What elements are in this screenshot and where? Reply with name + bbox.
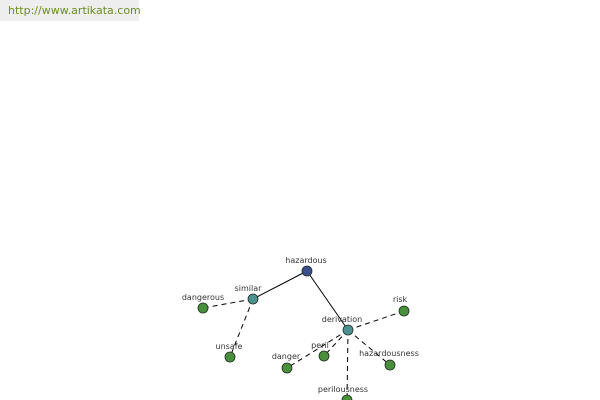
node-dangerous-label[interactable]: dangerous bbox=[182, 293, 224, 302]
node-peril-label[interactable]: peril bbox=[311, 341, 329, 350]
edge-derivation-perilousness bbox=[346, 329, 349, 400]
node-peril[interactable]: peril bbox=[311, 341, 330, 362]
node-unsafe-label[interactable]: unsafe bbox=[216, 342, 243, 351]
node-risk-dot[interactable] bbox=[398, 305, 410, 317]
node-perilousness-label[interactable]: perilousness bbox=[318, 385, 368, 394]
node-dangerous-dot[interactable] bbox=[197, 302, 209, 314]
node-risk[interactable]: risk bbox=[393, 295, 410, 317]
node-danger-label[interactable]: danger bbox=[272, 352, 301, 361]
node-danger-dot[interactable] bbox=[281, 362, 293, 374]
node-risk-label[interactable]: risk bbox=[393, 295, 408, 304]
site-url-link[interactable]: http://www.artikata.com bbox=[8, 4, 141, 17]
node-similar-dot[interactable] bbox=[247, 293, 259, 305]
node-perilousness[interactable]: perilousness bbox=[318, 385, 368, 400]
node-hazardousness-dot[interactable] bbox=[384, 359, 396, 371]
node-derivation[interactable]: derivation bbox=[322, 315, 362, 336]
node-similar-label[interactable]: similar bbox=[235, 284, 263, 293]
edge-derivation-peril bbox=[323, 329, 349, 357]
edge-derivation-risk bbox=[347, 310, 405, 331]
edge-derivation-danger bbox=[286, 329, 349, 369]
node-derivation-dot[interactable] bbox=[342, 324, 354, 336]
node-unsafe[interactable]: unsafe bbox=[216, 342, 243, 363]
graph-edges bbox=[202, 270, 405, 400]
edge-derivation-hazardousness bbox=[347, 329, 391, 366]
node-derivation-label[interactable]: derivation bbox=[322, 315, 362, 324]
node-unsafe-dot[interactable] bbox=[224, 351, 236, 363]
node-hazardousness[interactable]: hazardousness bbox=[359, 349, 419, 371]
node-danger[interactable]: danger bbox=[272, 352, 301, 374]
node-hazardous-dot[interactable] bbox=[301, 265, 313, 277]
edge-hazardous-similar bbox=[252, 270, 308, 300]
graph-nodes: hazardous similar derivation dangerous unsaf… bbox=[182, 256, 419, 400]
node-dangerous[interactable]: dangerous bbox=[182, 293, 224, 314]
node-hazardousness-label[interactable]: hazardousness bbox=[359, 349, 419, 358]
edge-hazardous-derivation bbox=[306, 270, 349, 331]
node-similar[interactable]: similar bbox=[235, 284, 263, 305]
node-hazardous[interactable]: hazardous bbox=[285, 256, 327, 277]
url-bar: http://www.artikata.com bbox=[0, 0, 141, 21]
node-perilousness-dot[interactable] bbox=[341, 394, 353, 400]
edge-similar-unsafe bbox=[229, 298, 254, 358]
node-peril-dot[interactable] bbox=[318, 350, 330, 362]
node-hazardous-label[interactable]: hazardous bbox=[285, 256, 326, 265]
